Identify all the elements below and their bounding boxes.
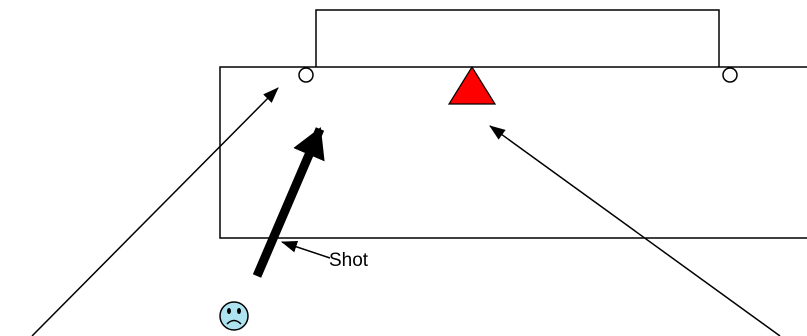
red-triangle-icon xyxy=(447,65,497,105)
right-pointer-arrow xyxy=(489,125,781,336)
right-post-circle-icon xyxy=(722,67,738,83)
shot-arrow xyxy=(252,127,325,278)
goal-frame xyxy=(315,9,720,67)
shot-label: Shot xyxy=(329,250,369,271)
left-post-circle-icon xyxy=(298,67,314,83)
left-pointer-arrow xyxy=(31,87,279,336)
sad-face-icon xyxy=(219,301,249,331)
field-rectangle xyxy=(219,66,807,239)
shot-callout-arrow xyxy=(281,241,331,259)
